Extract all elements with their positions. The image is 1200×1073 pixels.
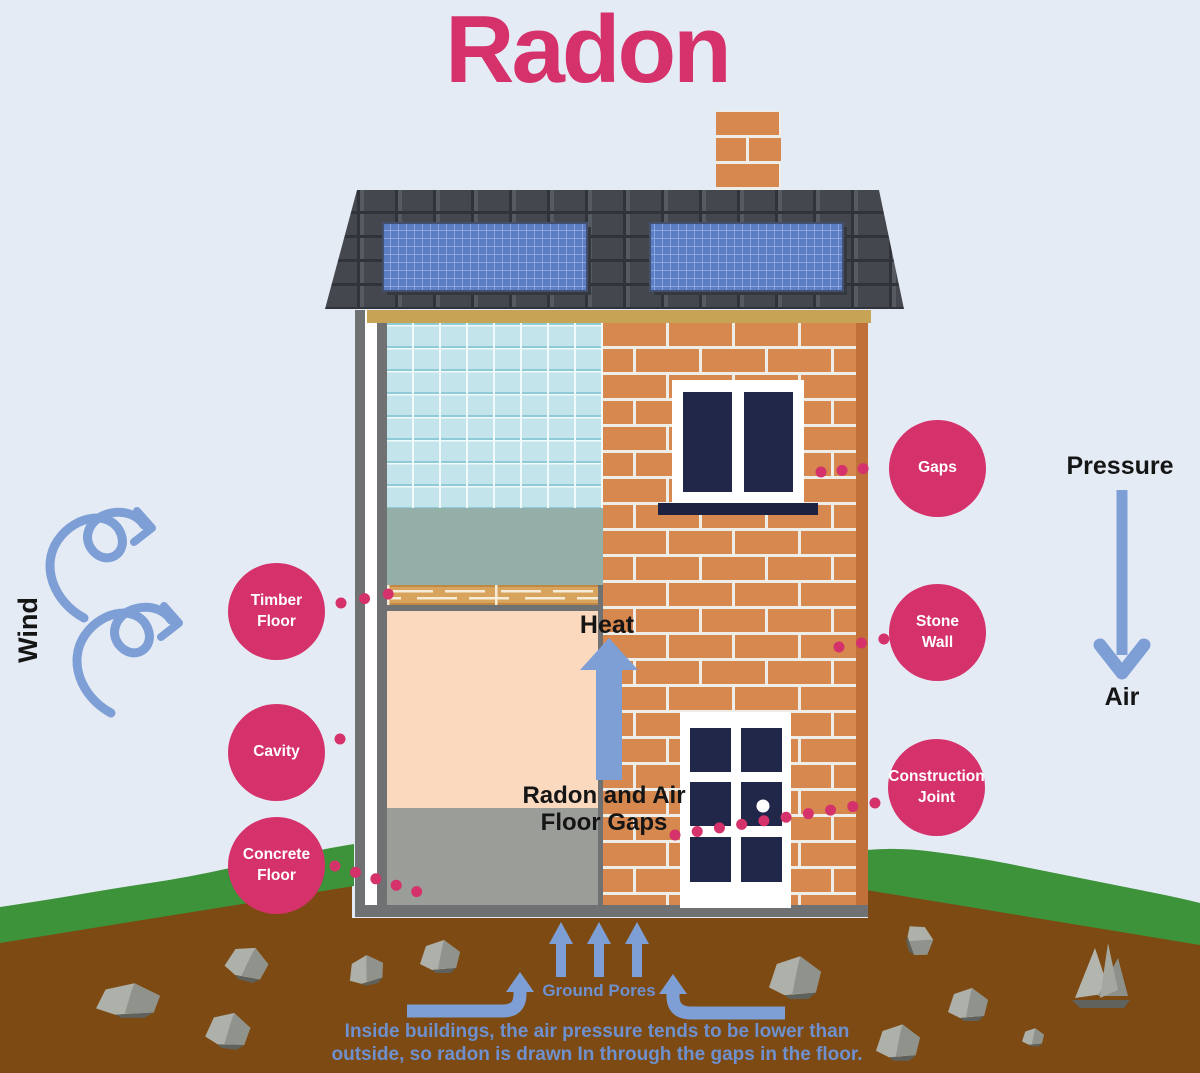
timber-floor-layer xyxy=(387,585,603,605)
callout-construction-joint: Construction Joint xyxy=(888,739,985,836)
caption-line1: Inside buildings, the air pressure tends… xyxy=(344,1021,850,1042)
pressure-arrow xyxy=(1093,490,1151,680)
house-base xyxy=(355,905,868,917)
solar-panel-right xyxy=(649,222,844,292)
solar-panel-left xyxy=(382,222,588,292)
callout-stone-wall: Stone Wall xyxy=(889,584,986,681)
connector-stone-wall xyxy=(833,633,890,653)
callout-timber-floor-line2: Floor xyxy=(257,612,296,630)
chimney xyxy=(716,111,781,190)
callout-gaps-line1: Gaps xyxy=(918,459,957,477)
solar-panels xyxy=(382,222,847,295)
callout-cavity-line1: Cavity xyxy=(253,743,300,761)
door xyxy=(680,712,791,908)
window xyxy=(658,380,818,515)
door-knob xyxy=(756,799,770,813)
air-label: Air xyxy=(1104,683,1140,711)
wind-swirl-icon xyxy=(45,507,179,713)
bathroom-tiles xyxy=(387,323,603,508)
callout-timber-floor: Timber Floor xyxy=(228,563,325,660)
grass-right xyxy=(866,848,1200,945)
callout-concrete-floor: Concrete Floor xyxy=(228,817,325,914)
dotted-connectors xyxy=(329,461,890,904)
connector-cavity xyxy=(334,727,369,745)
interior-cutaway xyxy=(387,323,609,907)
radon-air-floor-gaps-label-line2: Floor Gaps xyxy=(540,809,668,836)
cavity-wall-left xyxy=(355,310,387,917)
house xyxy=(325,111,904,917)
heat-label: Heat xyxy=(579,611,635,639)
pressure-label: Pressure xyxy=(1066,452,1174,480)
callout-concrete-floor-line2: Floor xyxy=(257,866,296,884)
connector-timber-floor xyxy=(335,588,395,609)
ceiling-layer xyxy=(387,508,603,585)
window-sill xyxy=(658,503,818,515)
callout-timber-floor-line1: Timber xyxy=(250,592,303,610)
wind-label: Wind xyxy=(13,597,43,663)
ground-pores-label: Ground Pores xyxy=(542,981,656,1000)
heat-arrow xyxy=(580,638,638,780)
caption-line2: outside, so radon is drawn In through th… xyxy=(331,1044,863,1065)
window-pane-left xyxy=(683,392,732,492)
arrows xyxy=(45,490,1151,1020)
callout-gaps: Gaps xyxy=(889,420,986,517)
elbow-arrow-left xyxy=(407,972,534,1018)
fascia-band xyxy=(367,310,871,323)
radon-air-floor-gaps-label-line1: Radon and Air xyxy=(522,782,686,809)
callout-concrete-floor-line1: Concrete xyxy=(242,846,311,864)
room-wall xyxy=(387,611,598,808)
callout-construction-joint-line1: Construction xyxy=(888,768,985,786)
callout-stone-wall-line1: Stone xyxy=(915,613,960,631)
connector-concrete-floor xyxy=(329,860,443,904)
floor-edge xyxy=(387,605,609,611)
callout-cavity: Cavity xyxy=(228,704,325,801)
page-title: Radon xyxy=(445,0,732,103)
concrete-floor-slab xyxy=(387,808,598,907)
callout-stone-wall-line2: Wall xyxy=(921,633,954,651)
window-pane-right xyxy=(744,392,793,492)
wall-right-edge xyxy=(856,323,868,907)
callout-construction-joint-line2: Joint xyxy=(917,788,956,806)
ground-pores-arrows xyxy=(549,922,649,977)
elbow-arrow-right xyxy=(659,974,785,1020)
